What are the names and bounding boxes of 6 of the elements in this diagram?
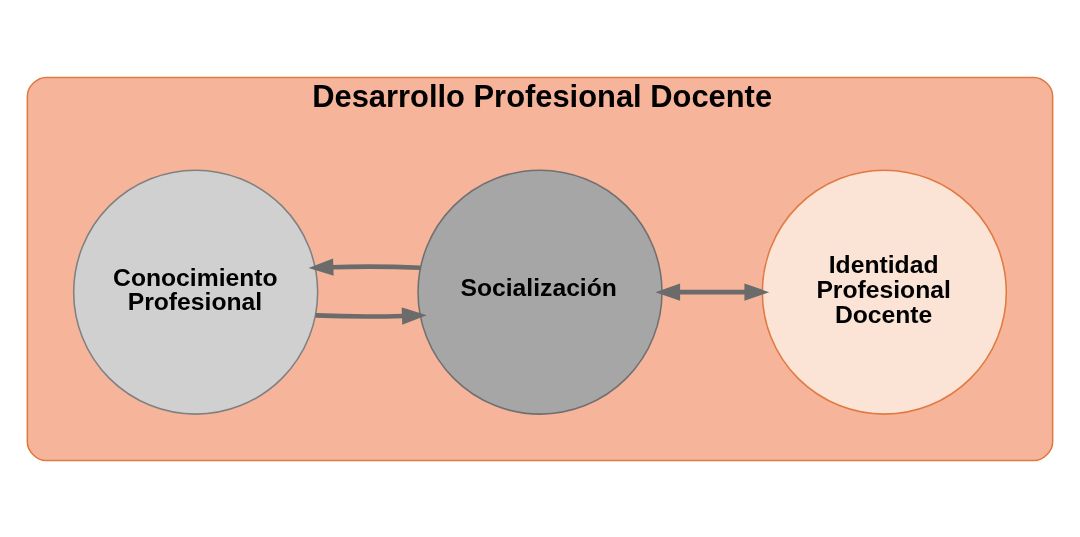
arrow — [655, 283, 770, 301]
arrow — [315, 306, 427, 325]
node-circle: Conocimiento Profesional — [72, 168, 319, 415]
node-circle: Identidad Profesional Docente — [761, 168, 1008, 415]
node-circle: Socialización — [417, 168, 663, 415]
arrow — [308, 257, 421, 276]
